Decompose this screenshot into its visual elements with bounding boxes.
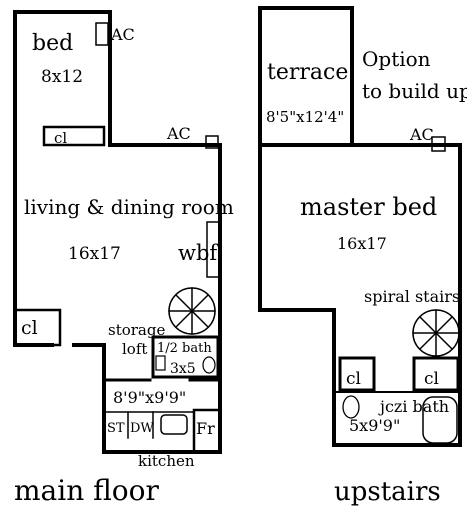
option-line2: to build up: [362, 79, 467, 103]
kitchen-name: kitchen: [138, 452, 195, 470]
upstairs-caption: upstairs: [334, 477, 441, 507]
option-line1: Option: [362, 47, 431, 71]
stove-label: ST: [107, 421, 125, 436]
jczi-bath-toilet: [342, 395, 360, 419]
half-bath-name: 1/2 bath: [157, 341, 212, 356]
closet-left-box: [13, 308, 62, 347]
fridge-label: Fr: [196, 419, 215, 438]
jczi-tub: [422, 396, 458, 444]
upstairs-closet-left-box: [338, 356, 376, 392]
half-bath-toilet: [202, 356, 216, 374]
jczi-bath-size: 5x9'9": [349, 416, 400, 435]
upstairs-closet-right-label: cl: [424, 369, 439, 389]
bed-room-name: bed: [32, 31, 73, 56]
terrace-size: 8'5"x12'4": [266, 108, 344, 126]
master-bed-size: 16x17: [337, 234, 387, 253]
spiral-stairs-label: spiral stairs: [364, 287, 460, 306]
storage-loft-line1: storage: [108, 321, 165, 339]
spiral-stairs-upstairs: [412, 309, 460, 357]
spiral-stairs-main: [168, 287, 216, 335]
living-room-name: living & dining room: [24, 195, 234, 219]
upstairs-closet-right-box: [412, 356, 460, 392]
jczi-bath-name: jczi bath: [378, 397, 449, 416]
wbf-label: wbf: [178, 241, 219, 265]
upstairs-walls: [258, 6, 462, 447]
half-bath-sink: [155, 355, 166, 371]
upstairs-closet-left-label: cl: [346, 369, 361, 389]
half-bath-box: [151, 335, 220, 379]
bed-room-size: 8x12: [41, 67, 83, 87]
dishwasher-label: DW: [130, 421, 154, 436]
living-ac-unit: [205, 135, 219, 149]
terrace-name: terrace: [267, 60, 348, 85]
master-ac-unit: [431, 136, 446, 152]
fridge-box: [192, 408, 222, 454]
half-bath-size: 3x5: [170, 361, 196, 377]
closet-top-label: cl: [54, 129, 67, 147]
storage-loft-line2: loft: [122, 340, 147, 358]
bed-ac-label: AC: [110, 25, 135, 44]
main-floor-caption: main floor: [14, 474, 160, 507]
closet-top-box: [42, 125, 106, 147]
bed-ac-unit: [95, 22, 109, 46]
wbf-box: [206, 221, 220, 278]
closet-left-label: cl: [21, 317, 38, 339]
kitchen-sink: [160, 414, 188, 435]
master-bed-name: master bed: [300, 193, 437, 221]
living-room-size: 16x17: [68, 244, 121, 264]
kitchen-size: 8'9"x9'9": [113, 388, 186, 407]
living-ac-label: AC: [166, 124, 191, 143]
master-ac-label: AC: [409, 125, 434, 144]
